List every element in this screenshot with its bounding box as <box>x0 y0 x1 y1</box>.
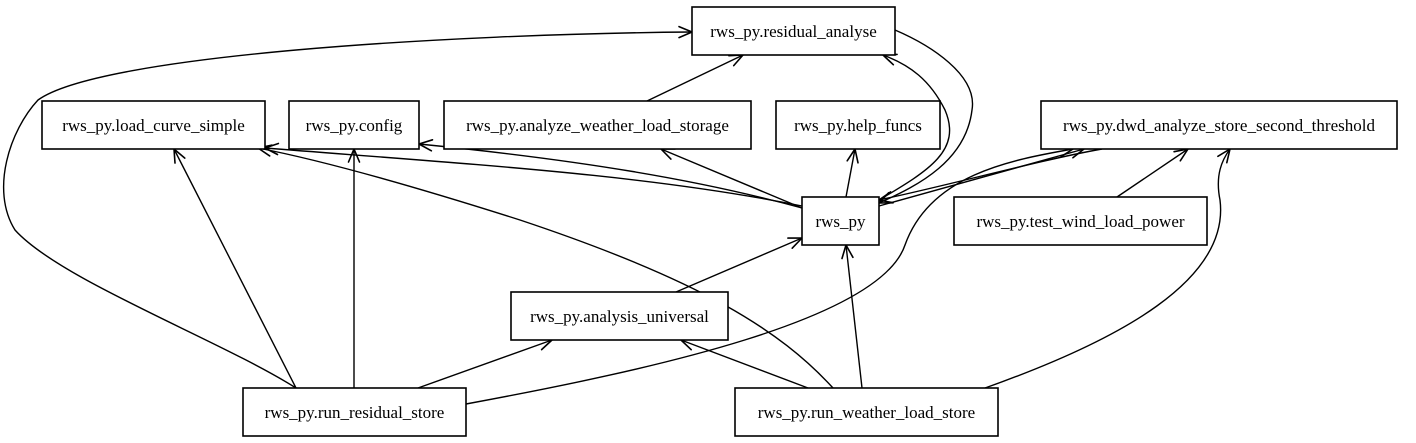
edge-line <box>845 244 863 389</box>
node-run_weather_load_store[interactable]: rws_py.run_weather_load_store <box>734 387 999 437</box>
arrowhead <box>1173 148 1189 162</box>
edge-line <box>680 339 809 389</box>
edge-line <box>675 237 803 293</box>
edge-run_residual_store-to-config <box>347 148 361 388</box>
node-label: rws_py.residual_analyse <box>710 22 877 41</box>
edge-line <box>878 148 1103 201</box>
edge-rws_py-to-help_funcs <box>845 148 859 198</box>
edge-line <box>2 31 693 389</box>
node-test_wind_load_power[interactable]: rws_py.test_wind_load_power <box>953 196 1208 246</box>
node-rws_py[interactable]: rws_py <box>801 196 880 246</box>
node-box <box>801 196 880 246</box>
node-load_curve_simple[interactable]: rws_py.load_curve_simple <box>41 100 266 150</box>
node-help_funcs[interactable]: rws_py.help_funcs <box>775 100 941 150</box>
edge-line <box>660 148 803 209</box>
edge-line <box>465 148 1074 405</box>
edge-line <box>878 148 1085 207</box>
edge-line <box>257 147 834 389</box>
node-label: rws_py <box>815 212 866 231</box>
edge-line <box>417 339 553 389</box>
edge-rws_py-to-analyze_weather_load_storage <box>660 148 803 209</box>
node-label: rws_py.analysis_universal <box>530 307 709 326</box>
node-box <box>288 100 420 150</box>
edge-run_residual_store-to-load_curve_simple <box>173 148 297 389</box>
edge-line <box>1116 148 1189 198</box>
edges-layer <box>2 25 1231 405</box>
nodes-layer: rws_py.residual_analyse rws_py.load_curve… <box>41 6 1398 437</box>
node-analysis_universal[interactable]: rws_py.analysis_universal <box>510 291 729 341</box>
node-label: rws_py.help_funcs <box>794 116 922 135</box>
node-label: rws_py.config <box>306 116 403 135</box>
edge-test_wind_load_power-to-dwd_analyze_store_second_threshold <box>1116 148 1189 198</box>
node-box <box>734 387 999 437</box>
node-label: rws_py.run_residual_store <box>265 403 445 422</box>
edge-rws_py-to-config <box>418 139 803 209</box>
edge-run_weather_load_store-to-dwd_analyze_store_second_threshold <box>984 148 1231 389</box>
edge-line <box>646 54 744 102</box>
node-box <box>510 291 729 341</box>
node-run_residual_store[interactable]: rws_py.run_residual_store <box>242 387 467 437</box>
node-label: rws_py.dwd_analyze_store_second_threshol… <box>1063 116 1375 135</box>
node-analyze_weather_load_storage[interactable]: rws_py.analyze_weather_load_storage <box>443 100 752 150</box>
edge-line <box>984 148 1231 389</box>
node-config[interactable]: rws_py.config <box>288 100 420 150</box>
node-box <box>691 6 896 56</box>
node-dwd_analyze_store_second_threshold[interactable]: rws_py.dwd_analyze_store_second_threshol… <box>1040 100 1398 150</box>
edge-dwd_analyze_store_second_threshold-to-rws_py <box>878 148 1103 204</box>
edge-run_weather_load_store-to-rws_py <box>841 244 863 389</box>
edge-line <box>878 54 951 201</box>
edge-analyze_weather_load_storage-to-residual_analyse <box>646 54 744 102</box>
edge-run_weather_load_store-to-load_curve_simple <box>257 144 834 389</box>
node-box <box>443 100 752 150</box>
node-box <box>242 387 467 437</box>
node-label: rws_py.analyze_weather_load_storage <box>466 116 729 135</box>
node-box <box>41 100 266 150</box>
edge-run_residual_store-to-dwd_analyze_store_second_threshold <box>465 145 1074 405</box>
node-box <box>1040 100 1398 150</box>
node-box <box>953 196 1208 246</box>
node-label: rws_py.run_weather_load_store <box>758 403 975 422</box>
edge-line <box>845 148 856 198</box>
edge-line <box>878 29 974 204</box>
node-label: rws_py.test_wind_load_power <box>976 212 1184 231</box>
edge-line <box>418 143 803 209</box>
node-label: rws_py.load_curve_simple <box>62 116 245 135</box>
edge-run_residual_store-to-analysis_universal <box>417 338 553 389</box>
node-residual_analyse[interactable]: rws_py.residual_analyse <box>691 6 896 56</box>
edge-analysis_universal-to-rws_py <box>675 237 803 293</box>
node-box <box>775 100 941 150</box>
edge-line <box>173 148 297 389</box>
